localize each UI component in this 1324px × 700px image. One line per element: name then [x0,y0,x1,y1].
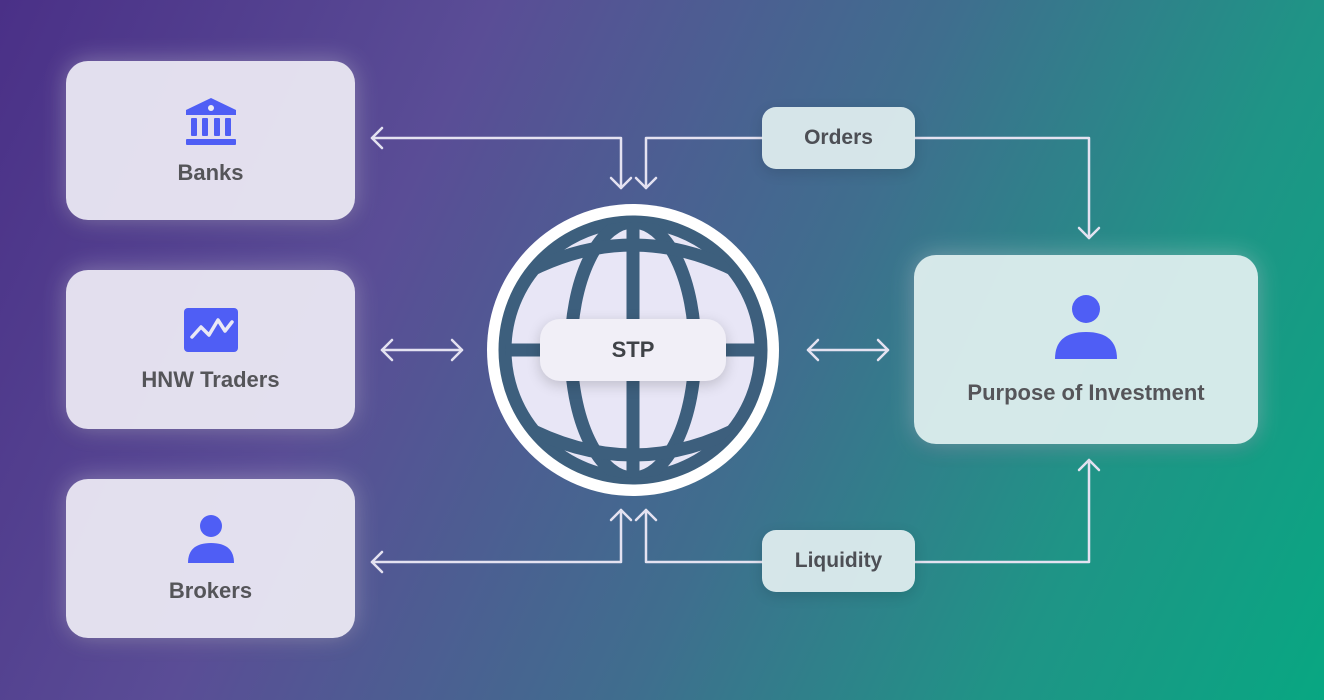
stp-label: STP [540,319,726,381]
hnw-traders-card: HNW Traders [66,270,355,429]
banks-card: Banks [66,61,355,220]
liquidity-label: Liquidity [762,530,915,592]
brokers-label: Brokers [168,577,253,603]
liquidity-to-stp-arrow [644,508,764,564]
hnw-traders-label: HNW Traders [141,366,280,392]
user-icon [185,514,237,564]
bank-icon [184,96,238,146]
banks-stp-arrow [370,136,623,190]
banks-label: Banks [177,159,244,185]
orders-to-purpose-arrow [913,136,1091,240]
purpose-of-investment-label: Purpose of Investment [967,379,1205,405]
liquidity-to-purpose-arrow [913,458,1091,564]
chart-line-icon [183,307,239,353]
user-icon [1053,294,1119,360]
orders-to-stp-arrow [644,136,764,190]
brokers-card: Brokers [66,479,355,638]
purpose-of-investment-card: Purpose of Investment [914,255,1258,444]
brokers-stp-arrow [370,508,623,564]
orders-label: Orders [762,107,915,169]
